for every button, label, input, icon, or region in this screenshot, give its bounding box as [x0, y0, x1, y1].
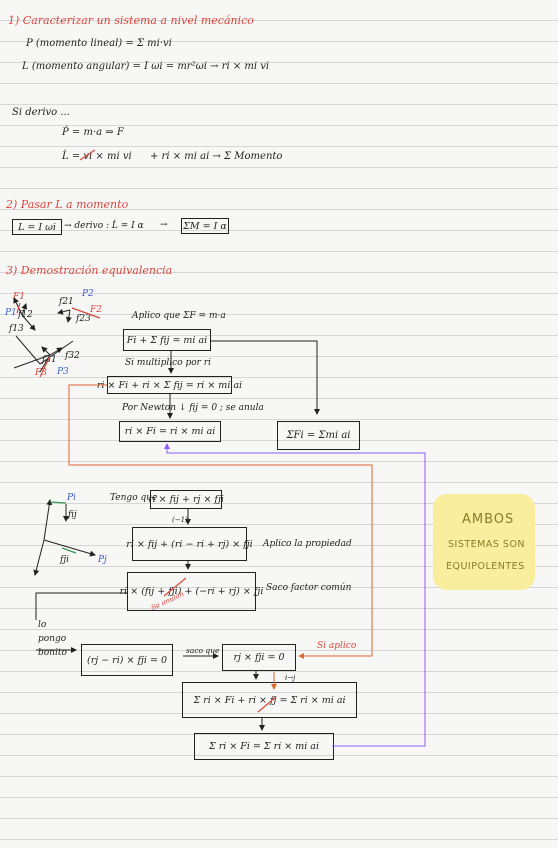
- lo-pongo-bonito-text: lo pongo bonito: [38, 620, 67, 658]
- section-2-title: 2) Pasar L a momento: [6, 198, 129, 211]
- l-dot-first: L̇ = vi × mi vi: [62, 151, 132, 162]
- tengo-box: ri × fij + rj × fji: [148, 490, 224, 509]
- i-j-note: i→j: [285, 674, 296, 682]
- orange-connector: [68, 384, 373, 659]
- equivalence-highlight: [433, 494, 535, 590]
- label-f12: f12: [18, 310, 33, 320]
- f3-vector: [39, 355, 51, 378]
- multiplied-box: ri × Fi + ri × Σ fij = ri × mi ai: [97, 376, 242, 394]
- flow-arrows: [35, 340, 320, 731]
- strike-term: [257, 696, 277, 713]
- label-P3: P3: [57, 367, 69, 377]
- label-P1: P1: [5, 308, 17, 318]
- highlight-line-2: SISTEMAS SON: [448, 539, 526, 550]
- cancel-mark: [79, 149, 96, 161]
- f1-vector: [16, 302, 21, 314]
- rj-fji-box: rj × fji = 0: [222, 644, 296, 671]
- l-dot-second: + ri × mi ai → Σ Momento: [150, 151, 283, 162]
- si-multiplico-text: Si multiplico por ri: [125, 358, 211, 368]
- label-f32: f32: [65, 351, 80, 361]
- tengo-text: Tengo que: [110, 493, 158, 503]
- sketch-2-axes: [33, 499, 96, 576]
- purple-connector: [164, 443, 426, 747]
- factor-box: ri × (fij + fji) + (−ri + rj) × fji: [120, 572, 263, 611]
- label-F1: F1: [13, 292, 25, 302]
- highlight-line-3: EQUIPOLENTES: [446, 561, 525, 572]
- l-equals-box: L = I ωi: [12, 219, 62, 235]
- sum-m-box: ΣM = I α: [181, 218, 229, 234]
- aplico-text: Aplico que ΣF = m·a: [132, 311, 226, 321]
- factor-comun-text: Saco factor común: [266, 583, 352, 593]
- p-dot-line: Ṗ = m·a ⇒ F: [62, 127, 124, 138]
- label-Pj: Pj: [98, 555, 107, 565]
- label-f31: f31: [42, 355, 57, 365]
- label-F3: F3: [35, 368, 47, 378]
- sketch-1-vectors: [13, 297, 74, 373]
- label-fij: fij: [68, 510, 77, 520]
- section-3-title: 3) Demostración equivalencia: [6, 264, 173, 277]
- si-aplico-text: Si aplico: [317, 641, 357, 651]
- label-F2: F2: [90, 305, 102, 315]
- final-force-box: ΣFi = Σmi ai: [277, 421, 360, 450]
- section-1-title: 1) Caracterizar un sistema a nivel mecán…: [8, 14, 254, 27]
- combined-sum-box: Σ ri × Fi + ri × fj = Σ ri × mi ai: [182, 682, 357, 718]
- derivo-text: → derivo : L̇ = I α: [64, 221, 144, 231]
- minus-one-label: (−1): [172, 516, 188, 524]
- f2-vector: [71, 307, 101, 319]
- label-f13: f13: [9, 324, 24, 334]
- label-fji: fji: [60, 555, 69, 565]
- aplico-propiedad-text: Aplico la propiedad: [263, 539, 352, 549]
- result-box: ri × Fi = ri × mi ai: [119, 421, 221, 442]
- angular-momentum-line: L (momento angular) = I ωi = mr²ωi → ri …: [22, 61, 270, 72]
- highlight-line-1: AMBOS: [462, 512, 515, 527]
- label-Pi: Pi: [67, 493, 76, 503]
- arrow-text: →: [160, 220, 168, 230]
- linear-momentum-line: P (momento lineal) = Σ mi·vi: [26, 38, 172, 49]
- label-f23: f23: [76, 314, 91, 324]
- label-f21: f21: [59, 297, 74, 307]
- label-P2: P2: [82, 289, 94, 299]
- rj-minus-ri-box: (rj − ri) × fji = 0: [81, 644, 173, 676]
- newton-text: Por Newton ↓ fij = 0 ; se anula: [122, 403, 264, 413]
- rj-vector: [61, 547, 77, 554]
- property-box: ri × fij + (ri − ri + rj) × fji: [126, 527, 253, 561]
- si-derivo-text: Si derivo ...: [12, 107, 70, 118]
- ri-vector: [49, 501, 67, 504]
- saco-que-text: saco que: [186, 646, 220, 655]
- strike-factor: [163, 577, 187, 597]
- sum-forces-box: Fi + Σ fij = mi ai: [123, 329, 211, 351]
